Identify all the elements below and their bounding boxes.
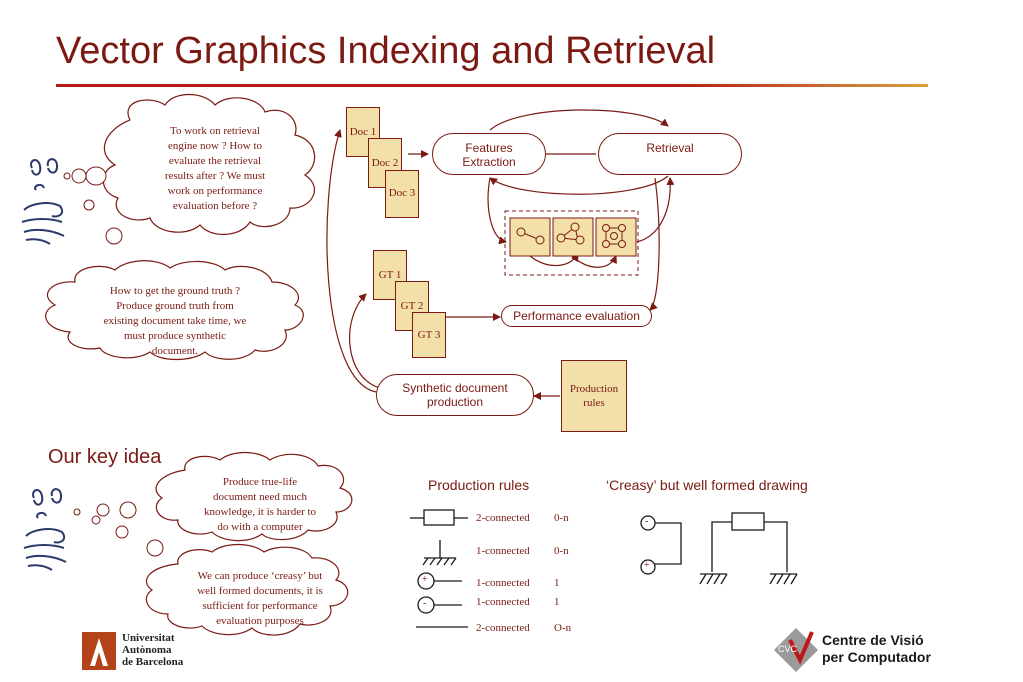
- thought-text-key2: We can produce ‘creasy’ but well formed …: [170, 569, 350, 629]
- arrow-graph1-to-graph2: [529, 253, 579, 267]
- synthetic-production-node: Synthetic document production: [376, 374, 534, 416]
- production-rules-title: Production rules: [428, 477, 530, 493]
- thought-top-line: results after ? We must: [164, 170, 266, 182]
- creasy-drawing-title: ‘Creasy’ but well formed drawing: [606, 477, 808, 493]
- graph-group-frame: [504, 210, 639, 276]
- arrow-top-loop: [489, 109, 669, 131]
- arrow-features-to-graphs: [487, 177, 507, 245]
- synthetic-label: production: [426, 395, 484, 409]
- features-extraction-label: Features: [465, 141, 513, 155]
- cvc-logo-text: Centre de Visió per Computador: [822, 632, 931, 666]
- rule-symbol-resistor: [410, 509, 468, 526]
- performance-evaluation-node: Performance evaluation: [501, 305, 652, 327]
- cvc-logo-line: per Computador: [822, 649, 931, 665]
- rule-symbol-ground: [422, 540, 457, 566]
- synthetic-label: Synthetic document: [402, 381, 508, 395]
- thought-cloud-middle: [45, 260, 304, 361]
- creasy-plus-sign: +: [644, 560, 650, 571]
- thought-key1-line: Produce true-life: [222, 476, 298, 488]
- thought-text-top: To work on retrieval engine now ? How to…: [140, 124, 290, 214]
- rule-range: 1: [554, 596, 560, 608]
- thought-key2-line: evaluation purposes: [216, 615, 304, 627]
- arrow-synthetic-to-gt: [348, 293, 381, 389]
- uab-logo-icon: [82, 632, 116, 670]
- arrow-graphs-to-retrieval: [636, 177, 675, 243]
- arrow-synthetic-to-docs: [326, 129, 377, 393]
- creasy-drawing: [640, 512, 798, 585]
- thought-cloud-key1: [155, 451, 353, 542]
- thought-key2-line: well formed documents, it is: [197, 585, 323, 597]
- graph-icon-2: [552, 217, 594, 257]
- thought-key1-line: knowledge, it is harder to: [203, 506, 317, 518]
- minus-sign: -: [423, 598, 427, 609]
- graph-icon-3: [595, 217, 637, 257]
- arrow-retrieval-to-features: [489, 175, 669, 195]
- uab-logo-text: Universitat Autònoma de Barcelona: [122, 632, 183, 668]
- rule-range: O-n: [554, 622, 572, 634]
- uab-logo-line: de Barcelona: [122, 656, 184, 668]
- thought-middle-line: How to get the ground truth ?: [109, 285, 241, 297]
- arrow-graph2-to-graph3: [571, 255, 617, 268]
- rule-range: 1: [554, 577, 560, 589]
- key-idea-heading: Our key idea: [48, 446, 162, 468]
- page-title: Vector Graphics Indexing and Retrieval: [56, 30, 716, 72]
- rule-range: 0-n: [554, 512, 569, 524]
- thought-top-line: To work on retrieval: [170, 125, 260, 137]
- thought-key2-line: We can produce ‘creasy’ but: [197, 570, 323, 582]
- thought-bubbles-top: [63, 166, 123, 245]
- rule-connection: 1-connected: [476, 596, 530, 608]
- rule-symbol-plus-terminal: [417, 572, 462, 590]
- doc-box-3: Doc 3: [385, 170, 419, 218]
- thought-cloud-key2: [145, 543, 349, 636]
- production-rules-label: rules: [583, 397, 605, 409]
- thought-bubbles-bottom: [73, 501, 164, 557]
- uab-logo-line: Universitat: [122, 632, 175, 644]
- thought-top-line: engine now ? How to: [167, 140, 263, 152]
- uab-logo-line: Autònoma: [122, 644, 172, 656]
- production-rules-node: Production rules: [561, 360, 627, 432]
- features-extraction-node: Features Extraction: [432, 133, 546, 175]
- retrieval-node: Retrieval: [598, 133, 742, 175]
- rule-connection: 2-connected: [476, 512, 530, 524]
- thought-top-line: evaluation before ?: [172, 200, 258, 212]
- thought-top-line: evaluate the retrieval: [168, 155, 262, 167]
- thought-text-middle: How to get the ground truth ? Produce gr…: [70, 284, 280, 359]
- rule-symbol-minus-terminal: [417, 596, 462, 614]
- thought-key1-line: do with a computer: [217, 521, 303, 533]
- thought-middle-line: document.: [151, 345, 199, 357]
- thought-middle-line: must produce synthetic: [123, 330, 227, 342]
- arrow-retrieval-to-performance: [649, 177, 660, 311]
- thought-cloud-top: [102, 93, 316, 235]
- thought-key1-line: document need much: [212, 491, 308, 503]
- thinking-face-icon: [21, 158, 65, 245]
- rule-connection: 1-connected: [476, 577, 530, 589]
- graph-icon-1: [509, 217, 551, 257]
- plus-sign: +: [422, 574, 428, 585]
- rule-range: 0-n: [554, 545, 569, 557]
- features-extraction-label: Extraction: [462, 155, 516, 169]
- thought-middle-line: existing document take time, we: [103, 315, 247, 327]
- cvc-logo-icon: [774, 628, 818, 672]
- retrieval-label: Retrieval: [646, 141, 694, 155]
- creasy-minus-sign: -: [645, 516, 649, 527]
- rule-connection: 1-connected: [476, 545, 530, 557]
- cvc-mark-text: CVC: [778, 644, 798, 654]
- thought-top-line: work on performance: [167, 185, 263, 197]
- title-underline: [56, 84, 928, 87]
- thinking-face-icon-2: [23, 488, 67, 571]
- rule-connection: 2-connected: [476, 622, 530, 634]
- gt-box-3: GT 3: [412, 312, 446, 358]
- thought-middle-line: Produce ground truth from: [116, 300, 234, 312]
- cvc-logo-line: Centre de Visió: [822, 632, 924, 648]
- thought-text-key1: Produce true-life document need much kno…: [185, 475, 335, 535]
- production-rules-label: Production: [569, 383, 619, 395]
- thought-key2-line: sufficient for performance: [202, 600, 318, 612]
